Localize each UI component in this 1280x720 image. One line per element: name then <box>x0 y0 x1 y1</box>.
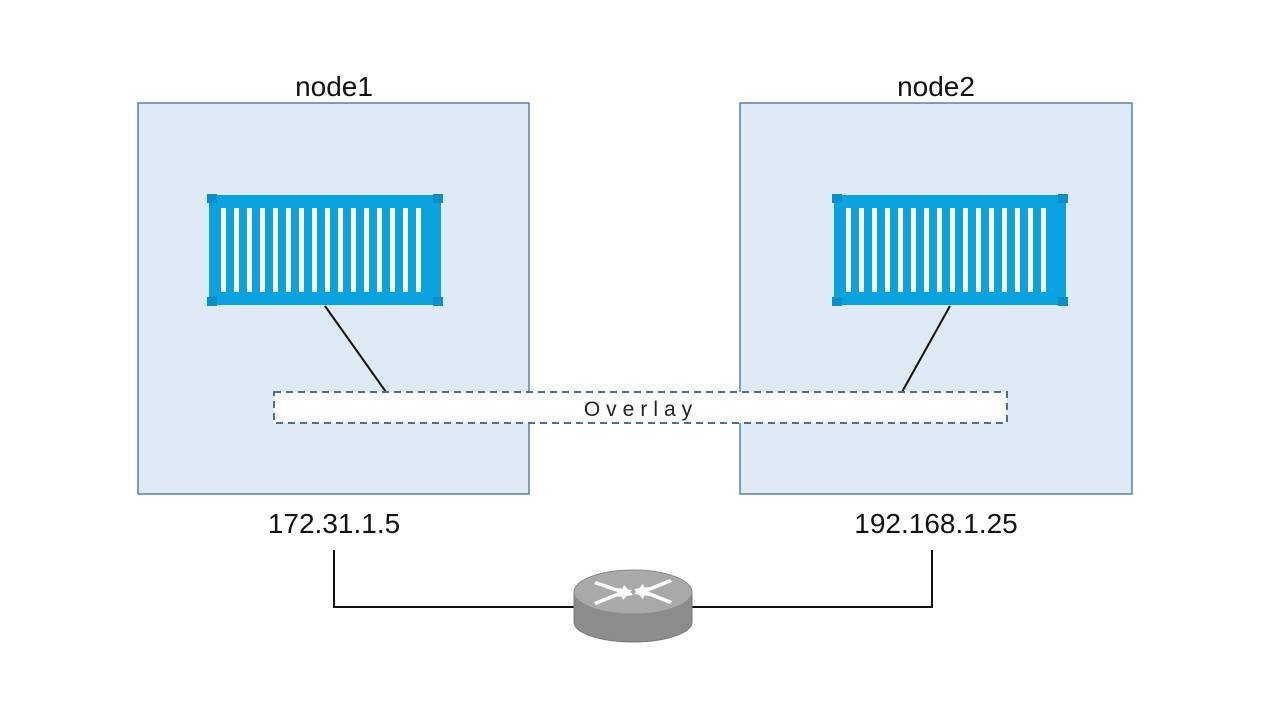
overlay-label: Overlay <box>584 398 698 421</box>
node1-title: node1 <box>295 71 373 102</box>
router-icon <box>573 569 693 643</box>
node2-router-link <box>690 550 933 608</box>
physical-links <box>333 550 933 608</box>
node1-container-link <box>324 305 387 393</box>
node2-ip: 192.168.1.25 <box>854 508 1018 539</box>
node1-ip: 172.31.1.5 <box>268 508 400 539</box>
node2-container-link <box>901 305 951 393</box>
node1-group: node1 <box>137 71 530 539</box>
node1-router-link <box>333 550 578 608</box>
overlay-network: Overlay <box>273 391 1008 424</box>
node1-container-icon <box>207 194 443 306</box>
node2-container-icon <box>832 194 1068 306</box>
overlay-band <box>273 391 1008 424</box>
node2-group: node2 <box>739 71 1133 539</box>
node2-title: node2 <box>897 71 975 102</box>
